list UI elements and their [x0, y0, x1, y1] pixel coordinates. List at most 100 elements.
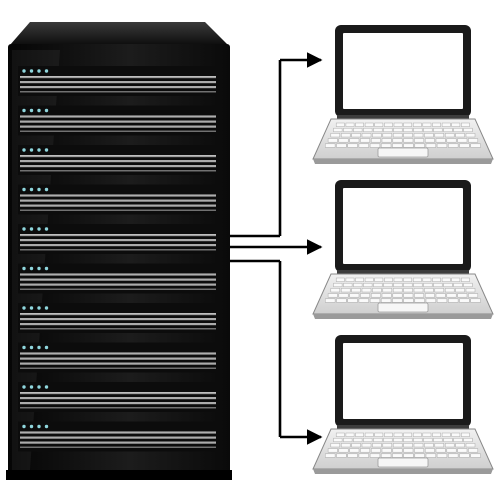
keyboard-key: [465, 288, 476, 293]
bay-vent-line: [20, 160, 216, 163]
keyboard-key: [425, 453, 437, 458]
keyboard-key: [446, 138, 457, 143]
keyboard-key: [424, 288, 434, 293]
keyboard-key: [351, 288, 361, 293]
keyboard-key: [448, 298, 459, 303]
keyboard-key: [353, 127, 363, 133]
keyboard-key: [360, 138, 371, 143]
connection-arrows: [230, 52, 323, 445]
keyboard-key: [403, 443, 413, 448]
laptop-icon: [312, 25, 494, 164]
keyboard-key: [369, 143, 381, 148]
keyboard-key: [468, 448, 479, 453]
status-led-icon: [22, 385, 26, 389]
keyboard-key: [330, 443, 341, 448]
bay-vent-line: [20, 91, 216, 93]
laptop-icon: [312, 335, 494, 474]
keyboard-key: [338, 138, 349, 143]
keyboard-key: [380, 453, 392, 458]
keyboard-key: [446, 448, 457, 453]
keyboard-key: [414, 143, 425, 148]
status-led-icon: [29, 148, 34, 152]
keyboard-key: [448, 143, 459, 148]
keyboard-key: [403, 298, 414, 303]
keyboard-key: [422, 432, 432, 437]
keyboard-key: [403, 127, 413, 133]
keyboard-key: [361, 133, 372, 138]
server-bays: [18, 66, 218, 452]
status-led-icon: [22, 345, 26, 350]
keyboard-key: [432, 122, 441, 127]
keyboard-key: [448, 453, 459, 458]
keyboard-key: [372, 133, 382, 138]
keyboard-key: [384, 432, 393, 437]
keyboard-key: [353, 282, 363, 288]
keyboard-key: [455, 288, 465, 293]
keyboard-key: [360, 293, 371, 298]
keyboard-key: [403, 133, 413, 138]
bay-vent-line: [20, 407, 216, 409]
keyboard-key: [455, 443, 465, 448]
bay-vent-line: [20, 249, 216, 251]
keyboard-key: [349, 293, 360, 298]
status-led-icon: [22, 187, 26, 192]
status-led-icon: [44, 227, 49, 231]
bay-vent-line: [20, 76, 216, 79]
keyboard-key: [392, 298, 403, 303]
laptop-base-edge: [313, 314, 493, 319]
keyboard-key: [465, 133, 476, 138]
keyboard-key: [425, 298, 437, 303]
keyboard-key: [380, 298, 392, 303]
keyboard-key: [340, 288, 351, 293]
bay-vent-line: [20, 436, 216, 439]
keyboard-key: [444, 133, 455, 138]
bay-vent-line: [20, 318, 216, 321]
keyboard-key: [381, 448, 392, 453]
keyboard-key: [424, 138, 435, 143]
keyboard-key: [414, 138, 425, 143]
keyboard-key: [343, 127, 353, 133]
keyboard-key: [380, 143, 392, 148]
keyboard-key: [457, 293, 468, 298]
keyboard-key: [403, 282, 413, 288]
keyboard-key: [335, 277, 345, 282]
keyboard-key: [392, 453, 403, 458]
keyboard-key: [441, 122, 451, 127]
keyboard-key: [457, 448, 468, 453]
keyboard-key: [451, 277, 461, 282]
keyboard-key: [351, 133, 361, 138]
keyboard-key: [335, 122, 345, 127]
keyboard-key: [436, 453, 448, 458]
status-led-icon: [29, 385, 34, 389]
status-led-icon: [29, 266, 34, 271]
keyboard-key: [373, 282, 383, 288]
keyboard-key: [374, 277, 384, 282]
keyboard-key: [383, 127, 393, 133]
keyboard-key: [403, 448, 414, 453]
server-bay: [18, 184, 218, 215]
laptop-screen: [343, 188, 463, 264]
status-led-icon: [37, 227, 41, 231]
keyboard-key: [392, 133, 403, 138]
keyboard-key: [436, 143, 448, 148]
keyboard-key: [336, 298, 347, 303]
keyboard-key: [423, 437, 433, 443]
keyboard-key: [424, 133, 434, 138]
bay-vent-line: [20, 239, 216, 242]
keyboard-key: [325, 143, 336, 148]
keyboard-key: [453, 437, 463, 443]
status-led-icon: [37, 187, 41, 192]
status-led-icon: [44, 187, 49, 192]
status-led-icon: [37, 385, 41, 389]
keyboard-key: [393, 432, 403, 437]
keyboard-key: [336, 143, 347, 148]
keyboard-key: [393, 127, 403, 133]
server-bay: [18, 66, 218, 96]
keyboard-key: [340, 443, 351, 448]
keyboard-key: [444, 443, 455, 448]
status-led-icon: [44, 69, 49, 73]
keyboard-key: [392, 288, 403, 293]
keyboard-key: [403, 288, 413, 293]
bay-vent-line: [20, 130, 216, 132]
